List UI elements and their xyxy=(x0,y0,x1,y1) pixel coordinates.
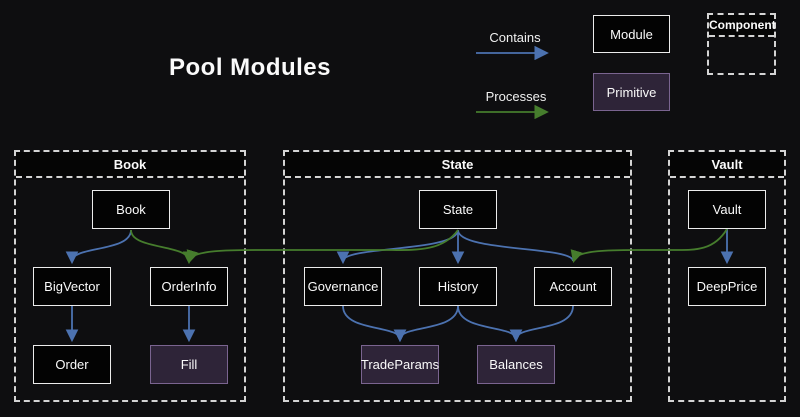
node-order-label: Order xyxy=(55,357,88,372)
node-balances: Balances xyxy=(477,345,555,384)
node-bigvector-label: BigVector xyxy=(44,279,100,294)
node-account: Account xyxy=(534,267,612,306)
node-book: Book xyxy=(92,190,170,229)
legend-component-box: Component xyxy=(707,13,776,75)
node-balances-label: Balances xyxy=(489,357,542,372)
legend-module-box: Module xyxy=(593,15,670,53)
node-state: State xyxy=(419,190,497,229)
node-orderinfo: OrderInfo xyxy=(150,267,228,306)
node-orderinfo-label: OrderInfo xyxy=(162,279,217,294)
node-fill-label: Fill xyxy=(181,357,198,372)
node-state-label: State xyxy=(443,202,473,217)
node-account-label: Account xyxy=(550,279,597,294)
node-history: History xyxy=(419,267,497,306)
node-deepprice: DeepPrice xyxy=(688,267,766,306)
node-tradeparams-label: TradeParams xyxy=(361,357,439,372)
legend-contains-label: Contains xyxy=(475,30,555,45)
node-vault: Vault xyxy=(688,190,766,229)
legend-processes-label: Processes xyxy=(476,89,556,104)
processes-arrow-icon xyxy=(474,105,558,119)
node-tradeparams: TradeParams xyxy=(361,345,439,384)
node-vault-label: Vault xyxy=(713,202,742,217)
node-governance: Governance xyxy=(304,267,382,306)
contains-arrow-icon xyxy=(474,46,558,60)
legend-module-label: Module xyxy=(610,27,653,42)
legend-primitive-label: Primitive xyxy=(607,85,657,100)
node-deepprice-label: DeepPrice xyxy=(697,279,758,294)
container-vault-title: Vault xyxy=(670,152,784,178)
node-governance-label: Governance xyxy=(308,279,379,294)
container-state-title: State xyxy=(285,152,630,178)
node-bigvector: BigVector xyxy=(33,267,111,306)
node-order: Order xyxy=(33,345,111,384)
page-title: Pool Modules xyxy=(169,54,331,82)
legend-component-label: Component xyxy=(709,15,774,37)
container-book-title: Book xyxy=(16,152,244,178)
node-fill: Fill xyxy=(150,345,228,384)
node-history-label: History xyxy=(438,279,478,294)
node-book-label: Book xyxy=(116,202,146,217)
legend-primitive-box: Primitive xyxy=(593,73,670,111)
